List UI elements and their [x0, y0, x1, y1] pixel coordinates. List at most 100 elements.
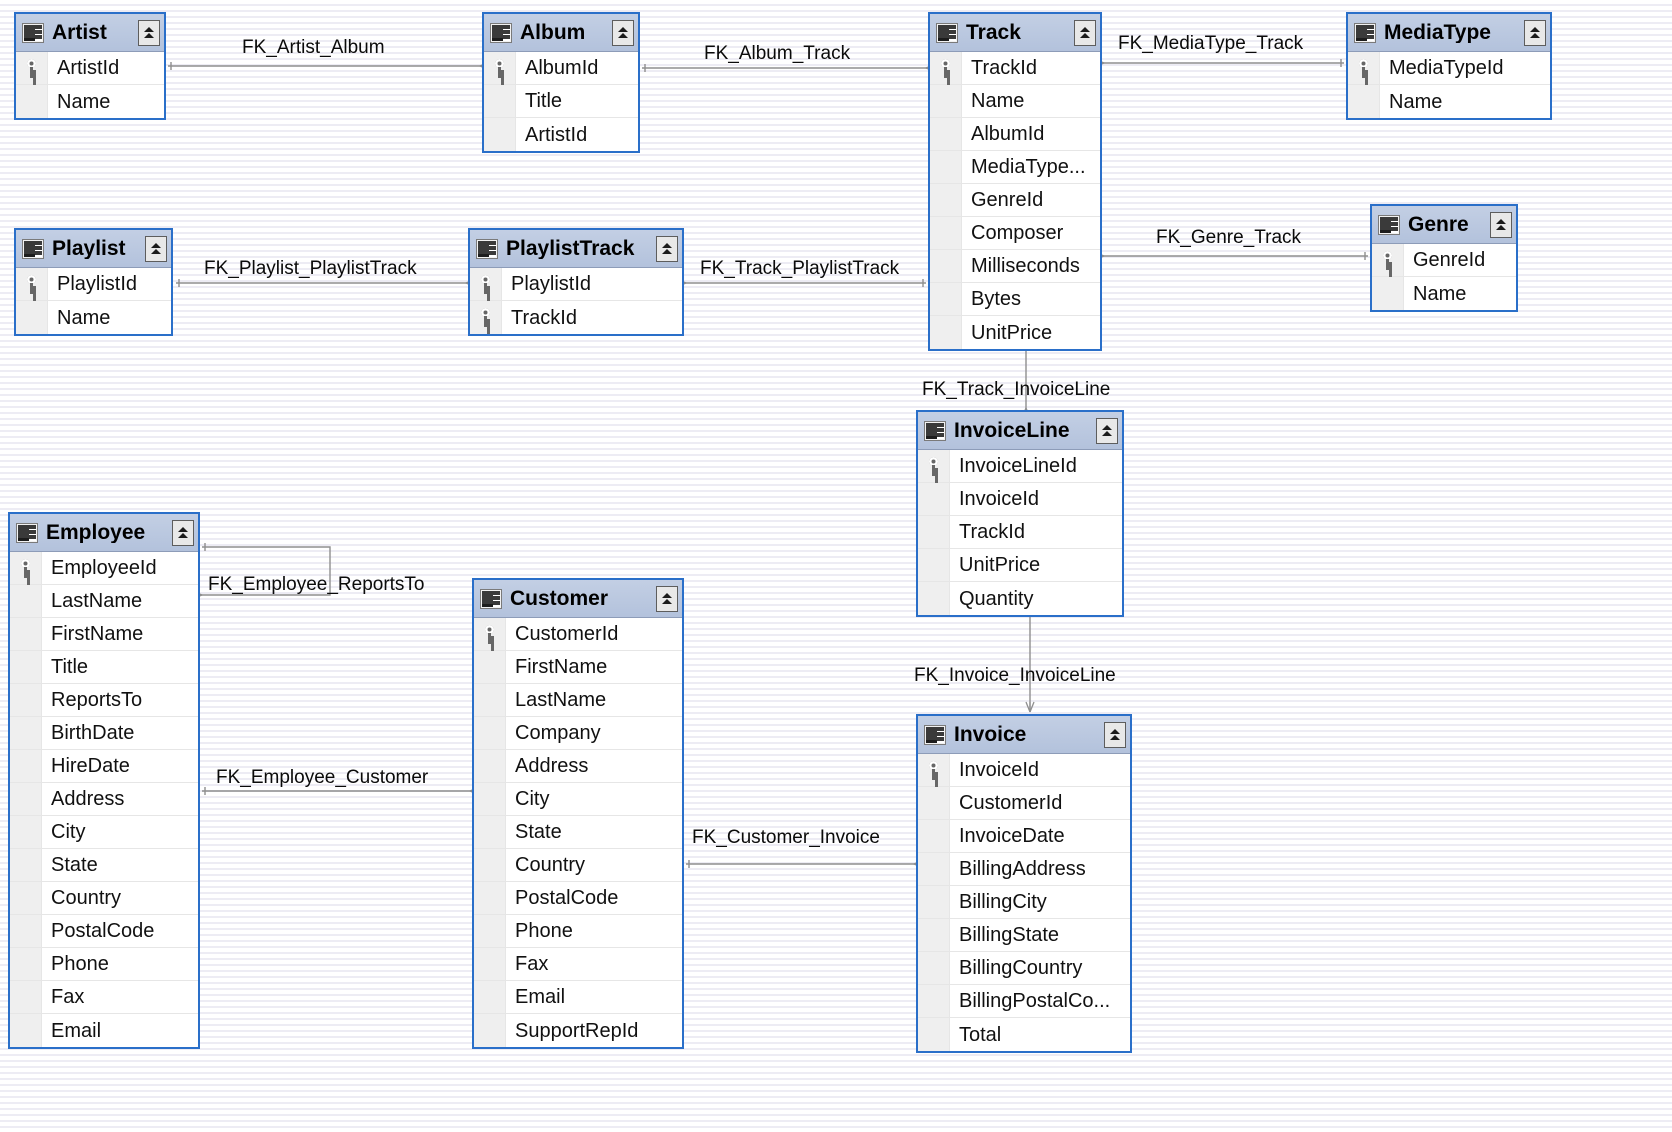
- relationship-label[interactable]: FK_Employee_Customer: [216, 767, 429, 788]
- field-row[interactable]: HireDate: [10, 750, 198, 783]
- field-row[interactable]: Title: [484, 85, 638, 118]
- field-row[interactable]: State: [474, 816, 682, 849]
- table-header[interactable]: Playlist: [16, 230, 171, 268]
- field-row[interactable]: BillingPostalCo...: [918, 985, 1130, 1018]
- field-row[interactable]: InvoiceDate: [918, 820, 1130, 853]
- field-row[interactable]: Name: [16, 301, 171, 334]
- field-row[interactable]: TrackId: [470, 301, 682, 334]
- field-row[interactable]: FirstName: [474, 651, 682, 684]
- field-row[interactable]: Total: [918, 1018, 1130, 1051]
- field-row[interactable]: LastName: [10, 585, 198, 618]
- field-row[interactable]: BillingCity: [918, 886, 1130, 919]
- field-row[interactable]: Address: [474, 750, 682, 783]
- field-row[interactable]: MediaType...: [930, 151, 1100, 184]
- relationship-label[interactable]: FK_Track_PlaylistTrack: [700, 258, 900, 279]
- field-row[interactable]: ArtistId: [16, 52, 164, 85]
- field-row[interactable]: MediaTypeId: [1348, 52, 1550, 85]
- field-row[interactable]: PostalCode: [474, 882, 682, 915]
- field-row[interactable]: PostalCode: [10, 915, 198, 948]
- table-header[interactable]: Track: [930, 14, 1100, 52]
- relationship-label[interactable]: FK_MediaType_Track: [1118, 33, 1304, 54]
- field-row[interactable]: Country: [10, 882, 198, 915]
- relationship-label[interactable]: FK_Artist_Album: [242, 37, 385, 58]
- field-row[interactable]: Email: [10, 1014, 198, 1047]
- field-row[interactable]: InvoiceId: [918, 754, 1130, 787]
- table-header[interactable]: Invoice: [918, 716, 1130, 754]
- field-row[interactable]: SupportRepId: [474, 1014, 682, 1047]
- table-header[interactable]: Employee: [10, 514, 198, 552]
- field-row[interactable]: FirstName: [10, 618, 198, 651]
- field-row[interactable]: Milliseconds: [930, 250, 1100, 283]
- table-header[interactable]: Artist: [16, 14, 164, 52]
- chevron-double-up-icon[interactable]: [1074, 19, 1096, 46]
- field-row[interactable]: PlaylistId: [470, 268, 682, 301]
- field-row[interactable]: Quantity: [918, 582, 1122, 615]
- field-row[interactable]: City: [474, 783, 682, 816]
- field-row[interactable]: Name: [1372, 277, 1516, 310]
- chevron-double-up-icon[interactable]: [656, 235, 678, 262]
- field-row[interactable]: Phone: [474, 915, 682, 948]
- field-row[interactable]: BillingAddress: [918, 853, 1130, 886]
- table-header[interactable]: MediaType: [1348, 14, 1550, 52]
- chevron-double-up-icon[interactable]: [656, 585, 678, 612]
- field-row[interactable]: TrackId: [930, 52, 1100, 85]
- chevron-double-up-icon[interactable]: [612, 19, 634, 46]
- table-header[interactable]: PlaylistTrack: [470, 230, 682, 268]
- field-row[interactable]: GenreId: [1372, 244, 1516, 277]
- field-row[interactable]: Company: [474, 717, 682, 750]
- relationship-label[interactable]: FK_Genre_Track: [1156, 227, 1302, 248]
- chevron-double-up-icon[interactable]: [1490, 211, 1512, 238]
- field-row[interactable]: BillingCountry: [918, 952, 1130, 985]
- field-row[interactable]: Country: [474, 849, 682, 882]
- field-row[interactable]: City: [10, 816, 198, 849]
- field-row[interactable]: Title: [10, 651, 198, 684]
- relationship-label[interactable]: FK_Playlist_PlaylistTrack: [204, 258, 417, 279]
- field-row[interactable]: AlbumId: [484, 52, 638, 85]
- field-row[interactable]: AlbumId: [930, 118, 1100, 151]
- chevron-double-up-icon[interactable]: [138, 19, 160, 46]
- field-row[interactable]: Name: [1348, 85, 1550, 118]
- relationship-label[interactable]: FK_Album_Track: [704, 43, 851, 64]
- relationship-label[interactable]: FK_Track_InvoiceLine: [922, 379, 1111, 400]
- chevron-double-up-icon[interactable]: [172, 519, 194, 546]
- relationship-label[interactable]: FK_Customer_Invoice: [692, 827, 880, 848]
- field-row[interactable]: GenreId: [930, 184, 1100, 217]
- field-row[interactable]: Fax: [474, 948, 682, 981]
- field-row[interactable]: LastName: [474, 684, 682, 717]
- field-row[interactable]: Name: [16, 85, 164, 118]
- field-row[interactable]: Composer: [930, 217, 1100, 250]
- chevron-double-up-icon[interactable]: [1104, 721, 1126, 748]
- field-row[interactable]: CustomerId: [918, 787, 1130, 820]
- table-header[interactable]: Customer: [474, 580, 682, 618]
- chevron-double-up-icon[interactable]: [1096, 417, 1118, 444]
- chevron-double-up-icon[interactable]: [1524, 19, 1546, 46]
- field-row[interactable]: UnitPrice: [918, 549, 1122, 582]
- field-row[interactable]: Bytes: [930, 283, 1100, 316]
- field-row[interactable]: CustomerId: [474, 618, 682, 651]
- field-row[interactable]: Phone: [10, 948, 198, 981]
- field-row[interactable]: BillingState: [918, 919, 1130, 952]
- field-row[interactable]: Address: [10, 783, 198, 816]
- field-row[interactable]: State: [10, 849, 198, 882]
- field-row[interactable]: Name: [930, 85, 1100, 118]
- field-row[interactable]: EmployeeId: [10, 552, 198, 585]
- field-row[interactable]: Email: [474, 981, 682, 1014]
- field-row[interactable]: InvoiceId: [918, 483, 1122, 516]
- field-row[interactable]: UnitPrice: [930, 316, 1100, 349]
- relationship-label[interactable]: FK_Employee_ReportsTo: [208, 574, 425, 595]
- table-header[interactable]: Album: [484, 14, 638, 52]
- field-row[interactable]: TrackId: [918, 516, 1122, 549]
- field-row[interactable]: Fax: [10, 981, 198, 1014]
- relationship-label[interactable]: FK_Invoice_InvoiceLine: [914, 665, 1116, 686]
